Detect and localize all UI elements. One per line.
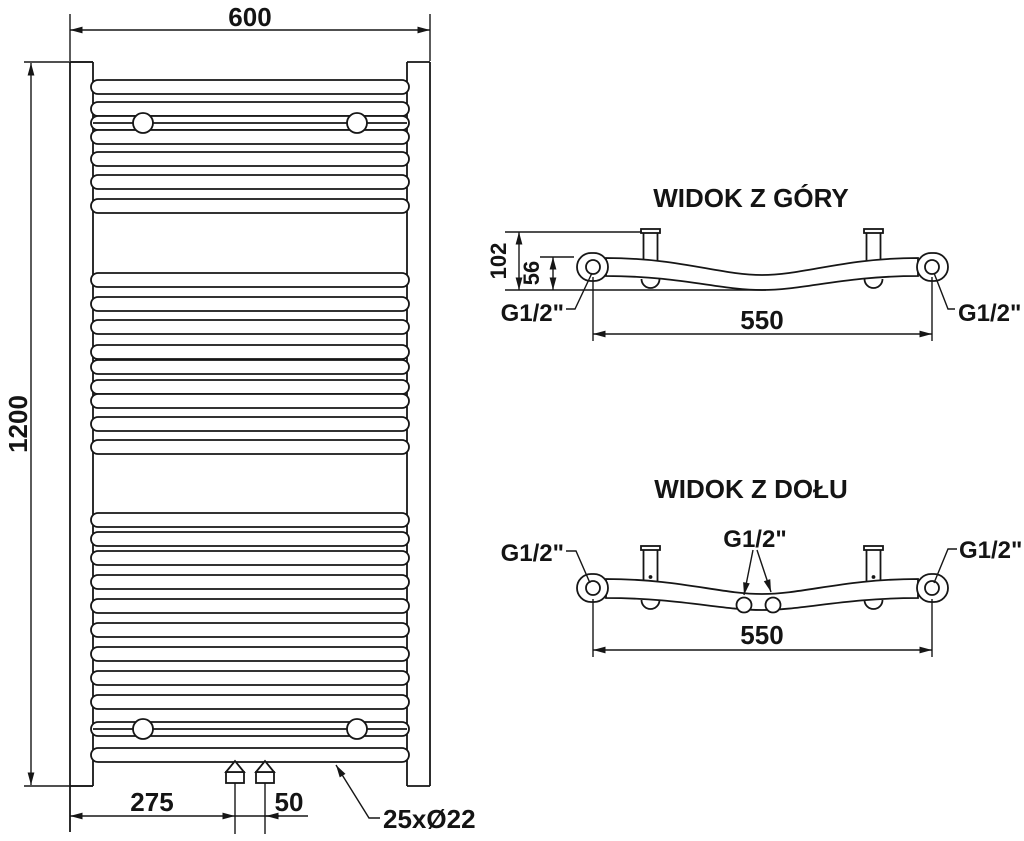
wall-brackets-front — [93, 112, 407, 740]
top-spread-dimension: 550 — [592, 277, 933, 341]
tube-rung — [90, 296, 410, 312]
top-view: WIDOK Z GÓRY 102 — [486, 183, 1021, 341]
valve-dimensions: 275 50 — [70, 787, 308, 820]
front-view: 600 1200 — [3, 2, 476, 834]
tube-rung — [90, 198, 410, 214]
center-connections — [735, 596, 782, 614]
top-view-collectors — [576, 252, 949, 282]
tube-spec-label: 25xØ22 — [383, 804, 476, 834]
valve-offset-label: 275 — [130, 787, 173, 817]
tube-rung — [90, 393, 410, 409]
bracket-mount-bottom-right — [346, 718, 368, 740]
bottom-view-collectors — [576, 573, 949, 603]
tube-rung — [90, 670, 410, 686]
tube-rung — [90, 574, 410, 590]
tube-spec-callout: 25xØ22 — [335, 764, 476, 834]
tube-rung — [90, 512, 410, 528]
tube-rung — [90, 694, 410, 710]
bottom-view-curved-tube — [605, 578, 919, 611]
bottom-thread-center: G1/2" — [723, 526, 787, 596]
bottom-thread-right: G1/2" — [933, 537, 1022, 584]
bottom-thread-right-label: G1/2" — [959, 537, 1022, 564]
tube-rung — [90, 646, 410, 662]
tube-rung — [90, 319, 410, 335]
top-view-brackets — [640, 228, 884, 289]
tube-rungs — [90, 79, 410, 763]
top-view-title: WIDOK Z GÓRY — [653, 183, 848, 213]
tube-rung — [90, 272, 410, 288]
tube-rung — [90, 129, 410, 145]
top-view-curved-tube — [605, 257, 919, 291]
tube-rung — [90, 531, 410, 547]
depth-dimension: 102 — [486, 231, 766, 291]
width-dimension: 600 — [69, 2, 431, 61]
top-thread-right-label: G1/2" — [958, 300, 1021, 327]
tube-axis-dimension: 56 — [519, 256, 574, 290]
bottom-thread-center-label: G1/2" — [723, 526, 786, 553]
top-thread-left: G1/2" — [501, 272, 593, 327]
width-dim-label: 600 — [228, 2, 271, 32]
tube-axis-dim-label: 56 — [519, 261, 544, 285]
depth-dim-label: 102 — [486, 243, 511, 280]
tube-rung — [90, 174, 410, 190]
tube-rung — [90, 416, 410, 432]
bracket-mount-top-left — [132, 112, 154, 134]
tube-rung — [90, 747, 410, 763]
bottom-thread-left-label: G1/2" — [501, 540, 564, 567]
tube-rung — [90, 439, 410, 455]
top-thread-left-label: G1/2" — [501, 300, 564, 327]
height-dim-label: 1200 — [3, 395, 33, 453]
bottom-view-brackets — [640, 545, 884, 610]
tube-rung — [90, 359, 410, 375]
top-spread-label: 550 — [740, 305, 783, 335]
tube-rung — [90, 550, 410, 566]
tube-rung — [90, 379, 410, 395]
height-dimension: 1200 — [3, 61, 93, 787]
bracket-dot-right — [871, 575, 876, 579]
tube-rung — [90, 598, 410, 614]
bottom-view: WIDOK Z DOŁU — [501, 474, 1022, 657]
tube-rung — [90, 622, 410, 638]
tube-rung — [90, 79, 410, 95]
bracket-dot-left — [648, 575, 653, 579]
bottom-spread-dimension: 550 — [592, 599, 933, 657]
tube-rung — [90, 151, 410, 167]
bottom-spread-label: 550 — [740, 620, 783, 650]
top-thread-right: G1/2" — [933, 272, 1021, 327]
bracket-mount-top-right — [346, 112, 368, 134]
bottom-thread-left: G1/2" — [501, 540, 591, 584]
bottom-view-title: WIDOK Z DOŁU — [654, 474, 848, 504]
valve-spacing-label: 50 — [275, 787, 304, 817]
valve-connections — [224, 759, 276, 834]
tube-rung — [90, 344, 410, 360]
bracket-mount-bottom-left — [132, 718, 154, 740]
